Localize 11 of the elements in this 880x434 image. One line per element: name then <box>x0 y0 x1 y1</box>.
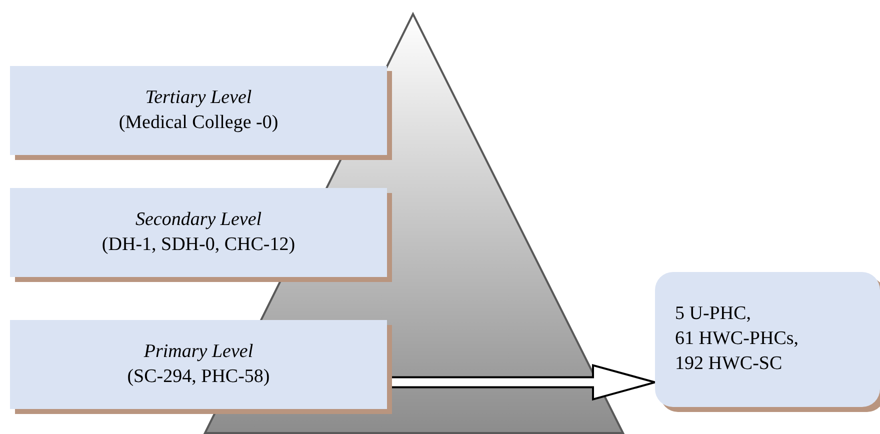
facility-count-text: (SC-294, PHC-58) <box>127 364 270 388</box>
level-title: Tertiary Level <box>145 86 252 110</box>
level-box <box>10 320 387 409</box>
level-title: Secondary Level <box>135 208 262 232</box>
facility-count-text: 5 U-PHC, 61 HWC-PHCs, 192 HWC-SC <box>675 302 799 376</box>
facility-count-text: (Medical College -0) <box>118 110 278 134</box>
level-box <box>10 66 387 155</box>
facility-count-text: (DH-1, SDH-0, CHC-12) <box>102 232 296 256</box>
level-title: Primary Level <box>144 340 254 364</box>
facility-count-box <box>655 272 880 407</box>
level-box <box>10 188 387 277</box>
